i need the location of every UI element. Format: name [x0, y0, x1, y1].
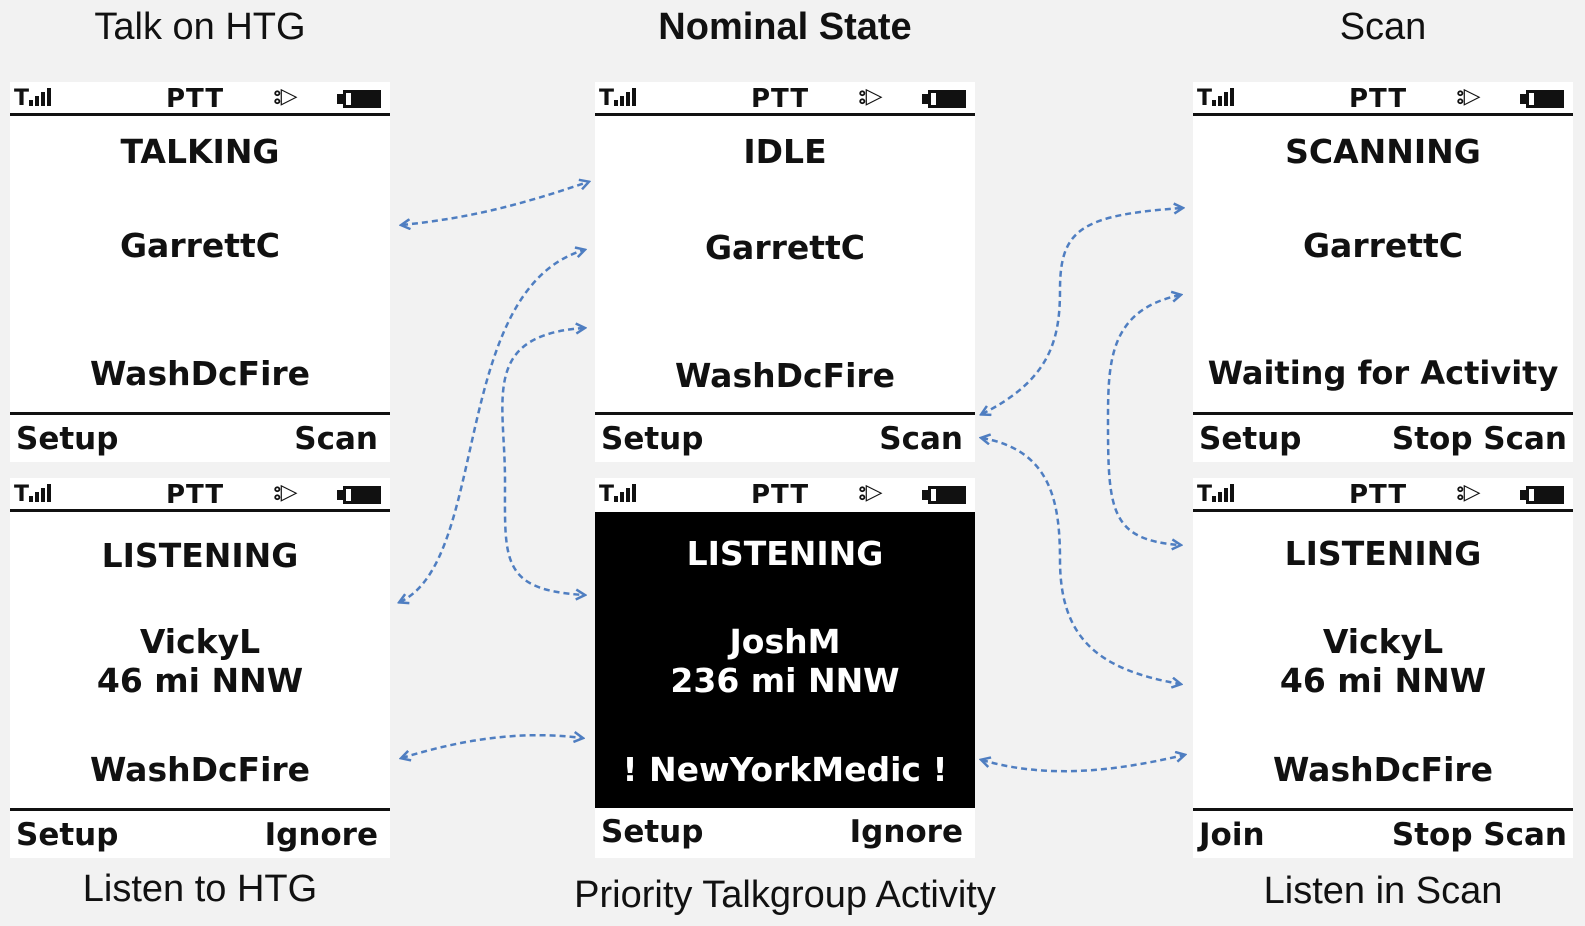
- caption-priority-talkgroup-activity: Priority Talkgroup Activity: [574, 874, 996, 916]
- status-bar: T PTT ⦂▷: [1193, 82, 1573, 116]
- battery-icon: [922, 486, 968, 504]
- ptt-label: PTT: [751, 84, 810, 114]
- status-bar: T PTT ⦂▷: [595, 478, 975, 512]
- user-distance: 46 mi NNW: [96, 661, 304, 700]
- softkey-bar: Setup Scan: [595, 412, 975, 462]
- softkey-bar: Setup Scan: [10, 412, 390, 462]
- battery-icon: [1520, 90, 1566, 108]
- talkgroup-name: WashDcFire: [674, 356, 896, 395]
- softkey-bar: Setup Ignore: [10, 808, 390, 858]
- signal-strength-icon: T: [1197, 482, 1236, 507]
- arrow-idle-listenscan: [982, 438, 1180, 684]
- user-distance: 236 mi NNW: [670, 661, 900, 700]
- screen-listen-htg: T PTT ⦂▷ LISTENING VickyL 46 mi NNW Wash…: [10, 478, 390, 858]
- scan-softkey[interactable]: Scan: [294, 421, 378, 457]
- signal-strength-icon: T: [14, 86, 53, 111]
- caption-listen-to-htg: Listen to HTG: [82, 868, 318, 910]
- user-name: VickyL: [1322, 622, 1444, 661]
- ptt-label: PTT: [1349, 84, 1408, 114]
- status-bar: T PTT ⦂▷: [10, 82, 390, 116]
- ignore-softkey[interactable]: Ignore: [264, 817, 378, 853]
- screen-idle: T PTT ⦂▷ IDLE GarrettC WashDcFire Setup …: [595, 82, 975, 462]
- battery-icon: [337, 486, 383, 504]
- signal-strength-icon: T: [1197, 86, 1236, 111]
- signal-strength-icon: T: [14, 482, 53, 507]
- speaker-icon: ⦂▷: [859, 480, 883, 505]
- stop-scan-softkey[interactable]: Stop Scan: [1391, 421, 1567, 457]
- ignore-softkey[interactable]: Ignore: [849, 814, 963, 850]
- arrow-talk-idle: [402, 182, 588, 225]
- title-talk-on-htg: Talk on HTG: [94, 6, 306, 48]
- caption-listen-in-scan: Listen in Scan: [1263, 870, 1503, 912]
- arrow-idle-scanning: [982, 208, 1182, 414]
- softkey-bar: Join Stop Scan: [1193, 808, 1573, 858]
- call-state: LISTENING: [101, 536, 299, 575]
- setup-softkey[interactable]: Setup: [601, 814, 704, 850]
- arrow-scanning-listenscan: [1106, 295, 1180, 545]
- speaker-icon: ⦂▷: [859, 84, 883, 109]
- user-name: GarrettC: [1302, 226, 1464, 265]
- status-bar: T PTT ⦂▷: [1193, 478, 1573, 512]
- ptt-label: PTT: [1349, 480, 1408, 510]
- setup-softkey[interactable]: Setup: [1199, 421, 1302, 457]
- battery-icon: [1520, 486, 1566, 504]
- screen-listen-scan: T PTT ⦂▷ LISTENING VickyL 46 mi NNW Wash…: [1193, 478, 1573, 858]
- talkgroup-name: WashDcFire: [1272, 750, 1494, 789]
- screen-priority-activity: T PTT ⦂▷ LISTENING JoshM 236 mi NNW ! Ne…: [595, 478, 975, 858]
- speaker-icon: ⦂▷: [1457, 84, 1481, 109]
- join-softkey[interactable]: Join: [1199, 817, 1265, 853]
- call-state: IDLE: [743, 132, 827, 171]
- call-state: LISTENING: [1284, 534, 1482, 573]
- setup-softkey[interactable]: Setup: [16, 817, 119, 853]
- softkey-bar: Setup Stop Scan: [1193, 412, 1573, 462]
- stop-scan-softkey[interactable]: Stop Scan: [1391, 817, 1567, 853]
- ptt-label: PTT: [166, 480, 225, 510]
- talkgroup-name: WashDcFire: [89, 750, 311, 789]
- signal-strength-icon: T: [599, 482, 638, 507]
- arrow-priority-listenscan: [982, 755, 1184, 773]
- call-state: TALKING: [120, 132, 280, 171]
- arrow-listenhtg-idle: [400, 250, 584, 602]
- softkey-bar: Setup Ignore: [595, 808, 975, 858]
- speaker-icon: ⦂▷: [274, 84, 298, 109]
- call-state: SCANNING: [1285, 132, 1481, 171]
- user-name: GarrettC: [119, 226, 281, 265]
- battery-icon: [337, 90, 383, 108]
- speaker-icon: ⦂▷: [1457, 480, 1481, 505]
- arrow-priority-idle: [501, 328, 584, 595]
- screen-scanning: T PTT ⦂▷ SCANNING GarrettC Waiting for A…: [1193, 82, 1573, 462]
- user-name: VickyL: [139, 622, 261, 661]
- setup-softkey[interactable]: Setup: [601, 421, 704, 457]
- speaker-icon: ⦂▷: [274, 480, 298, 505]
- ptt-label: PTT: [166, 84, 225, 114]
- talkgroup-name: WashDcFire: [89, 354, 311, 393]
- battery-icon: [922, 90, 968, 108]
- signal-strength-icon: T: [599, 86, 638, 111]
- scan-status-text: Waiting for Activity: [1207, 354, 1559, 392]
- setup-softkey[interactable]: Setup: [16, 421, 119, 457]
- scan-softkey[interactable]: Scan: [879, 421, 963, 457]
- arrow-listenhtg-priority: [402, 735, 582, 758]
- status-bar: T PTT ⦂▷: [10, 478, 390, 512]
- screen-talking: T PTT ⦂▷ TALKING GarrettC WashDcFire Set…: [10, 82, 390, 462]
- user-name: GarrettC: [704, 228, 866, 267]
- ptt-label: PTT: [751, 480, 810, 510]
- title-scan: Scan: [1339, 6, 1427, 48]
- priority-highlight-area: [595, 512, 975, 808]
- status-bar: T PTT ⦂▷: [595, 82, 975, 116]
- title-nominal-state: Nominal State: [658, 6, 912, 48]
- user-name: JoshM: [729, 622, 841, 661]
- priority-talkgroup-name: ! NewYorkMedic !: [622, 750, 948, 789]
- call-state: LISTENING: [686, 534, 884, 573]
- user-distance: 46 mi NNW: [1279, 661, 1487, 700]
